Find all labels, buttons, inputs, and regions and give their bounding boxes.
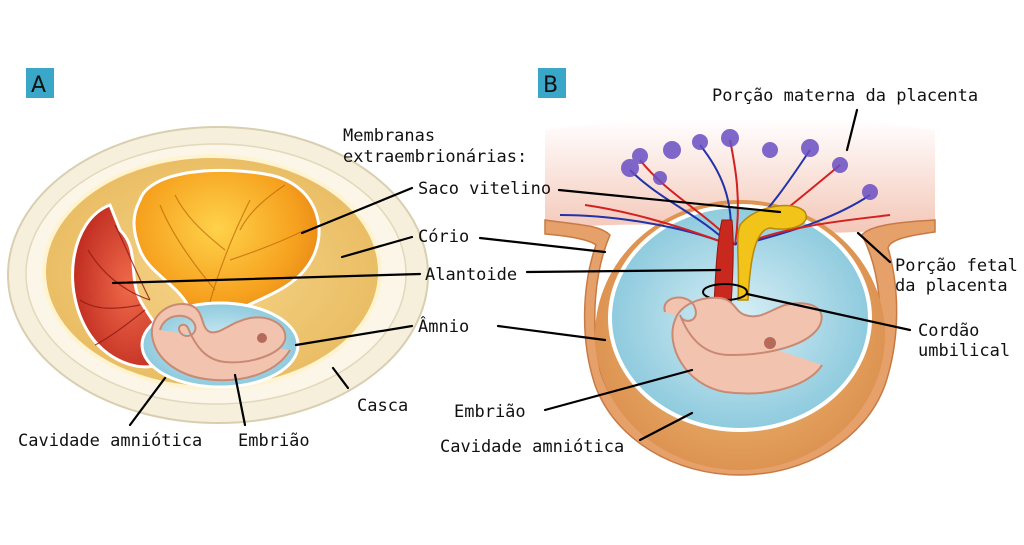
label-allantois: Alantoide: [425, 265, 517, 285]
badge-b-text: B: [543, 73, 558, 98]
label-umbilical-cord-2: umbilical: [918, 341, 1010, 361]
label-amniotic-cavity-b: Cavidade amniótica: [440, 437, 624, 457]
labels: Membranas extraembrionárias: Saco viteli…: [18, 86, 1018, 457]
label-fetal-placenta-1: Porção fetal: [895, 256, 1018, 276]
label-fetal-placenta-2: da placenta: [895, 276, 1008, 296]
embryo-b: [663, 296, 823, 395]
label-chorion: Cório: [418, 227, 469, 247]
leader-lines: [111, 108, 912, 442]
badge-a-text: A: [31, 73, 46, 98]
label-embryo-b: Embrião: [454, 402, 526, 422]
label-shell: Casca: [357, 396, 408, 416]
maternal-placenta: [545, 118, 935, 233]
label-amniotic-cavity-a: Cavidade amniótica: [18, 431, 202, 451]
label-umbilical-cord-1: Cordão: [918, 321, 979, 341]
yolk-sac-b: [736, 204, 808, 301]
label-maternal-placenta: Porção materna da placenta: [712, 86, 978, 106]
label-membranes-1: Membranas: [343, 126, 435, 146]
label-yolk-sac: Saco vitelino: [418, 179, 551, 199]
label-amnion: Âmnio: [418, 315, 469, 337]
badge-b: [538, 68, 566, 98]
label-embryo-a: Embrião: [238, 431, 310, 451]
panel-a: A: [7, 68, 429, 424]
label-membranes-2: extraembrionárias:: [343, 147, 527, 167]
badge-a: [26, 68, 54, 98]
embryo-a: [150, 303, 291, 382]
